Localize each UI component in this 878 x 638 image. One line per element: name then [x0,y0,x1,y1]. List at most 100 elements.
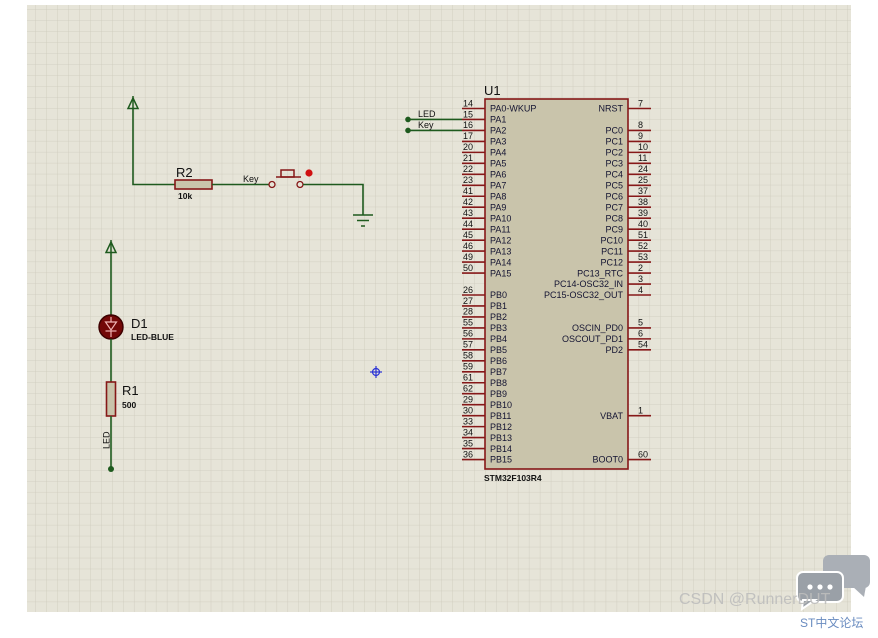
pin-name: PA4 [490,148,506,158]
pin-name: PC6 [605,191,623,201]
pin-name: PB3 [490,323,507,333]
wire-power-to-r2[interactable] [132,108,175,186]
push-button-key[interactable]: Key [243,169,313,189]
r1-reference: R1 [122,383,139,398]
pin-number: 50 [463,263,473,273]
pin-name: NRST [599,104,624,114]
pin-number: 35 [463,438,473,448]
pin-number: 24 [638,164,648,174]
pin-number: 40 [638,219,648,229]
button-state-indicator[interactable] [305,169,313,177]
diode-icon [104,317,118,337]
pin-number: 6 [638,329,643,339]
pin-name: PB13 [490,433,512,443]
ic-u1[interactable]: U1 14PA0-WKUP15PA116PA217PA320PA421PA522… [462,83,651,483]
net-label-text: Key [418,120,434,130]
pin-number: 33 [463,416,473,426]
pin-name: PB15 [490,455,512,465]
led-d1[interactable]: D1 LED-BLUE [98,314,174,342]
pin-name: BOOT0 [592,455,623,465]
pin-name: PB10 [490,400,512,410]
pin-number: 14 [463,98,473,108]
net-label-led[interactable]: LED [405,109,462,123]
pin-number: 37 [638,186,648,196]
pin-name: PB2 [490,312,507,322]
wire-button-to-ground[interactable] [303,183,364,216]
d1-value: LED-BLUE [131,332,174,342]
pin-name: PC7 [605,202,623,212]
pin-number: 25 [638,175,648,185]
net-label-key[interactable]: Key [405,120,462,134]
pin-number: 8 [638,120,643,130]
button-label: Key [243,174,259,184]
pin-name: PC9 [605,224,623,234]
resistor-body [105,381,117,417]
ground-icon[interactable] [353,214,373,227]
pin-name: PA1 [490,115,506,125]
pin-number: 26 [463,285,473,295]
pin-name: PC3 [605,159,623,169]
r1-value: 500 [122,400,136,410]
pin-name: PA6 [490,170,506,180]
pin-name: PB7 [490,367,507,377]
pin-number: 41 [463,186,473,196]
pin-number: 39 [638,208,648,218]
pin-number: 34 [463,427,473,437]
pin-number: 23 [463,175,473,185]
